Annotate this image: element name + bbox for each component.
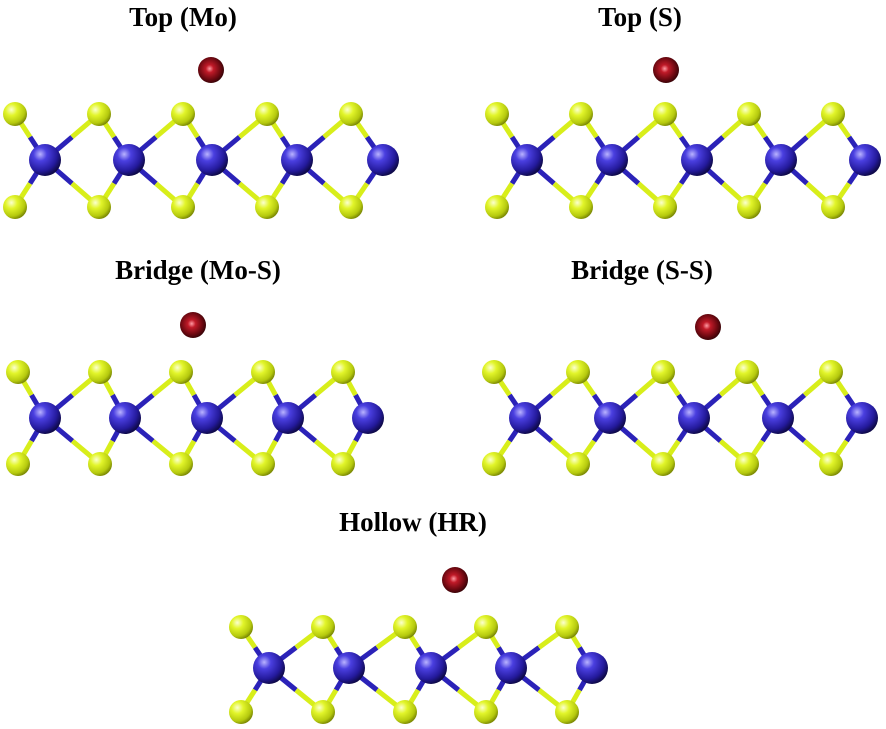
bridge-mo-s-sulfur-atom-top [88,360,112,384]
bridge-mo-s-sulfur-atom-bottom [6,452,30,476]
bridge-mo-s-sulfur-atom-bottom [88,452,112,476]
top-mo-sulfur-atom-top [339,102,363,126]
top-mo-sulfur-atom-bottom [3,195,27,219]
hollow-hr-adsorbate-atom [442,567,468,593]
top-s-sulfur-atom-bottom [485,195,509,219]
top-s-sulfur-atom-bottom [569,195,593,219]
hollow-hr-sulfur-atom-top [393,615,417,639]
hollow-hr-molybdenum-atom [333,652,365,684]
bridge-mo-s-sulfur-atom-top [6,360,30,384]
bridge-mo-s-sulfur-atom-bottom [331,452,355,476]
bridge-s-s-molybdenum-atom [509,402,541,434]
top-mo-adsorbate-atom [198,57,224,83]
top-s-molybdenum-atom [681,144,713,176]
top-s-molybdenum-atom [511,144,543,176]
top-s-adsorbate-atom [653,57,679,83]
bridge-s-s-molybdenum-atom [762,402,794,434]
hollow-hr-sulfur-atom-top [229,615,253,639]
top-mo-sulfur-atom-top [87,102,111,126]
bridge-mo-s-sulfur-atom-top [331,360,355,384]
bridge-mo-s-molybdenum-atom [191,402,223,434]
bridge-s-s-sulfur-atom-top [651,360,675,384]
bridge-s-s-sulfur-atom-top [482,360,506,384]
hollow-hr-sulfur-atom-bottom [393,700,417,724]
bridge-mo-s-molybdenum-atom [29,402,61,434]
bridge-s-s-sulfur-atom-bottom [566,452,590,476]
bridge-s-s-molybdenum-atom [678,402,710,434]
bridge-s-s-adsorbate-atom [695,314,721,340]
top-mo-sulfur-atom-bottom [171,195,195,219]
bridge-s-s-sulfur-atom-bottom [482,452,506,476]
top-s-molybdenum-atom [596,144,628,176]
bridge-s-s-sulfur-atom-top [819,360,843,384]
bridge-mo-s-sulfur-atom-top [169,360,193,384]
top-mo-sulfur-atom-bottom [87,195,111,219]
top-s-sulfur-atom-bottom [737,195,761,219]
bridge-s-s-molybdenum-atom [594,402,626,434]
hollow-hr-molybdenum-atom [253,652,285,684]
top-s-sulfur-atom-top [653,102,677,126]
hollow-hr-molybdenum-atom [576,652,608,684]
atom-layer [3,57,881,724]
hollow-hr-sulfur-atom-top [474,615,498,639]
hollow-hr-sulfur-atom-top [311,615,335,639]
bridge-s-s-sulfur-atom-bottom [735,452,759,476]
hollow-hr-sulfur-atom-bottom [555,700,579,724]
top-s-sulfur-atom-bottom [653,195,677,219]
top-s-molybdenum-atom [849,144,881,176]
top-mo-sulfur-atom-bottom [339,195,363,219]
bridge-mo-s-molybdenum-atom [352,402,384,434]
top-s-sulfur-atom-bottom [821,195,845,219]
hollow-hr-sulfur-atom-bottom [311,700,335,724]
bridge-mo-s-molybdenum-atom [272,402,304,434]
top-mo-molybdenum-atom [367,144,399,176]
bridge-s-s-sulfur-atom-top [735,360,759,384]
bridge-s-s-sulfur-atom-top [566,360,590,384]
top-mo-molybdenum-atom [113,144,145,176]
top-s-sulfur-atom-top [737,102,761,126]
top-s-sulfur-atom-top [821,102,845,126]
hollow-hr-sulfur-atom-bottom [474,700,498,724]
top-s-sulfur-atom-top [569,102,593,126]
panel-title-top-mo: Top (Mo) [129,2,237,32]
bridge-mo-s-sulfur-atom-bottom [169,452,193,476]
panel-title-bridge-mo-s: Bridge (Mo-S) [115,255,281,285]
bridge-mo-s-sulfur-atom-bottom [251,452,275,476]
bridge-mo-s-molybdenum-atom [109,402,141,434]
hollow-hr-molybdenum-atom [415,652,447,684]
bridge-s-s-molybdenum-atom [846,402,878,434]
top-mo-molybdenum-atom [29,144,61,176]
panel-title-bridge-s-s: Bridge (S-S) [571,255,713,285]
hollow-hr-sulfur-atom-top [555,615,579,639]
bridge-mo-s-adsorbate-atom [180,312,206,338]
top-mo-sulfur-atom-top [3,102,27,126]
top-s-sulfur-atom-top [485,102,509,126]
panel-title-top-s: Top (S) [598,2,682,32]
top-mo-sulfur-atom-top [255,102,279,126]
hollow-hr-molybdenum-atom [495,652,527,684]
top-mo-molybdenum-atom [281,144,313,176]
bridge-s-s-sulfur-atom-bottom [651,452,675,476]
top-s-molybdenum-atom [765,144,797,176]
bridge-mo-s-sulfur-atom-top [251,360,275,384]
top-mo-sulfur-atom-top [171,102,195,126]
hollow-hr-sulfur-atom-bottom [229,700,253,724]
top-mo-sulfur-atom-bottom [255,195,279,219]
panel-title-hollow-hr: Hollow (HR) [339,507,487,537]
top-mo-molybdenum-atom [196,144,228,176]
bridge-s-s-sulfur-atom-bottom [819,452,843,476]
